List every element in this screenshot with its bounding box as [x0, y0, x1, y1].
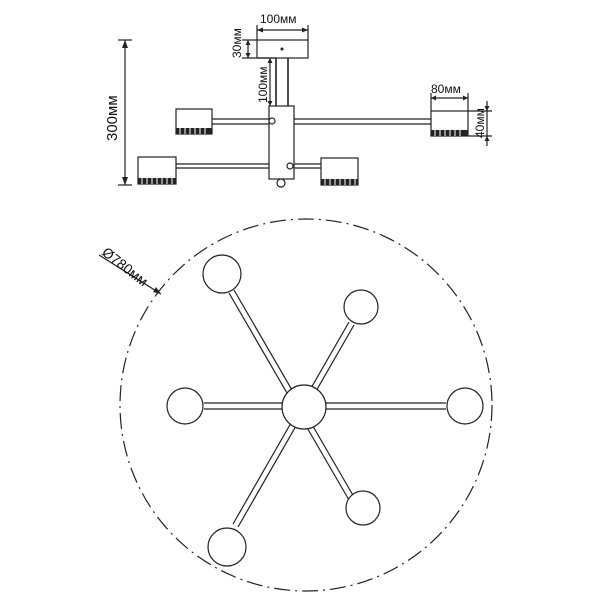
central-hub [281, 384, 327, 430]
body-finial [276, 178, 286, 188]
lower-joint [286, 162, 294, 170]
shade-lower-left [137, 156, 177, 185]
globe-top-right [343, 289, 379, 325]
diameter-label: Ø780мм [99, 244, 151, 290]
shade-upper-right [430, 110, 469, 137]
dim-canopy-width-label: 100мм [260, 12, 297, 26]
shade-lower-right [320, 157, 359, 186]
globe-bottom-right [345, 490, 381, 526]
dim-total-height-label: 300мм [104, 95, 121, 141]
dim-total-height [118, 39, 132, 186]
dim-shade-height-label: 40мм [473, 108, 487, 138]
side-view: 300мм 100мм 30мм 100мм [104, 12, 492, 188]
dim-rod-length-label: 100мм [256, 66, 270, 103]
diameter-leader [98, 254, 162, 295]
diameter-outline [119, 218, 493, 592]
dim-canopy-width [256, 25, 309, 40]
dim-shade-width [430, 93, 469, 111]
diameter-leader-arrow [153, 287, 161, 294]
globe-right [446, 387, 484, 425]
top-view: Ø780мм [98, 218, 493, 592]
globe-top-left [202, 254, 242, 294]
dim-rod-length [267, 58, 273, 106]
dim-shade-height [468, 101, 492, 146]
shade-upper-left [175, 108, 213, 135]
canopy-screw [280, 47, 284, 51]
dim-canopy-height-label: 30мм [230, 28, 244, 58]
upper-joint [268, 117, 276, 125]
dim-shade-width-label: 80мм [431, 82, 461, 96]
globe-bottom-left [207, 527, 247, 567]
globe-left [166, 387, 204, 425]
